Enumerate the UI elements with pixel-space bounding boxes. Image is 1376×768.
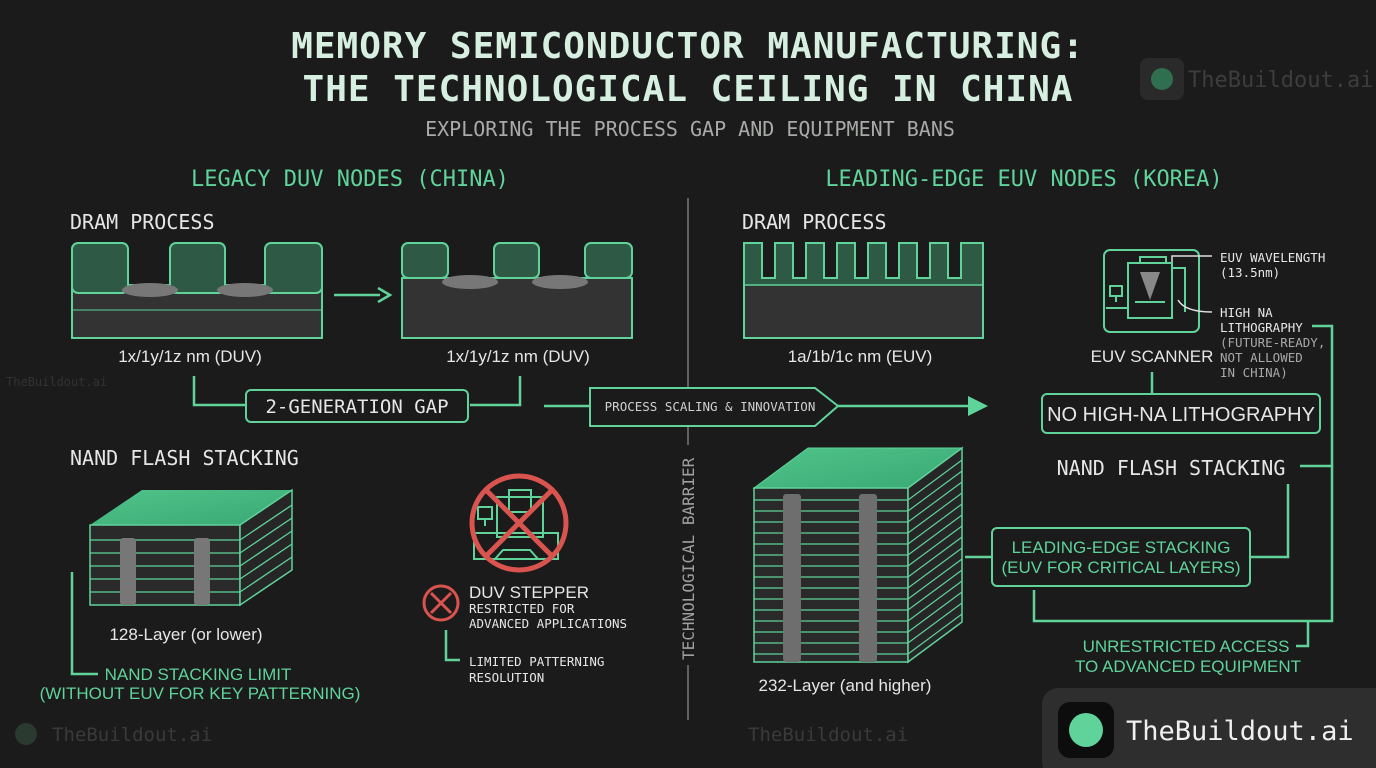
arrow-head-icon (968, 396, 988, 416)
nand-layers-label-128: 128-Layer (or lower) (109, 625, 262, 644)
title-line-2: THE TECHNOLOGICAL CEILING IN CHINA (303, 69, 1074, 110)
no-high-na-label: NO HIGH-NA LITHOGRAPHY (1047, 404, 1315, 426)
node-label-2: 1x/1y/1z nm (DUV) (446, 347, 590, 366)
node-label-1: 1x/1y/1z nm (DUV) (118, 347, 262, 366)
stack-layer-line (907, 569, 963, 611)
access-line-2: TO ADVANCED EQUIPMENT (1075, 657, 1301, 676)
highna-line-3: (FUTURE-READY, (1220, 335, 1325, 350)
stack-layer-line (907, 613, 963, 655)
stack-layer-line (907, 503, 963, 545)
stack-layer-line (907, 525, 963, 567)
stack-layer-line (907, 580, 963, 622)
stacking-line-1: LEADING-EDGE STACKING (1012, 538, 1231, 557)
nand-layers-label-232: 232-Layer (and higher) (759, 676, 932, 695)
highna-line-5: IN CHINA) (1220, 365, 1288, 380)
process-scaling-label: PROCESS SCALING & INNOVATION (605, 399, 816, 414)
no-high-na-box (1041, 393, 1321, 434)
stacking-line-2: (EUV FOR CRITICAL LAYERS) (1002, 558, 1241, 577)
nand-limit-line-1: NAND STACKING LIMIT (105, 665, 292, 684)
euv-node-label: 1a/1b/1c nm (EUV) (788, 347, 933, 366)
right-heading: LEADING-EDGE EUV NODES (KOREA) (825, 167, 1222, 192)
dram-cross-section-duv-2 (401, 242, 633, 339)
brand-watermark-bottom-left: TheBuildout.ai (15, 723, 212, 746)
left-dram-label: DRAM PROCESS (70, 210, 215, 234)
duv-stepper-line-2: ADVANCED APPLICATIONS (469, 616, 627, 631)
svg-text:TheBuildout.ai: TheBuildout.ai (1188, 68, 1373, 93)
technological-barrier-label: TECHNOLOGICAL BARRIER (679, 457, 698, 660)
highna-line-2: LITHOGRAPHY (1220, 320, 1303, 335)
stack-layer-line (907, 536, 963, 578)
logo-dot-icon (1069, 713, 1103, 747)
patterning-line-2: RESOLUTION (469, 670, 544, 685)
leading-edge-stacking-box (991, 527, 1251, 587)
svg-text:TheBuildout.ai: TheBuildout.ai (52, 724, 212, 746)
stack-layer-line (907, 547, 963, 589)
nand-limit-line-2: (WITHOUT EUV FOR KEY PATTERNING) (40, 684, 361, 703)
brand-watermark-top: TheBuildout.ai (1140, 58, 1373, 100)
generation-gap-label: 2-GENERATION GAP (265, 396, 448, 418)
euv-scanner-label: EUV SCANNER (1091, 347, 1214, 366)
highna-line-4: NOT ALLOWED (1220, 350, 1303, 365)
stack-layer-line (907, 514, 963, 556)
title-line-1: MEMORY SEMICONDUCTOR MANUFACTURING: (291, 26, 1085, 67)
left-heading: LEGACY DUV NODES (CHINA) (191, 167, 509, 192)
patterning-line-1: LIMITED PATTERNING (469, 654, 604, 669)
access-line-1: UNRESTRICTED ACCESS (1083, 637, 1290, 656)
left-nand-label: NAND FLASH STACKING (70, 446, 299, 470)
generation-gap-box (245, 389, 469, 423)
stack-layer-line (907, 602, 963, 644)
dram-cross-section-duv-1 (71, 242, 323, 339)
highna-line-1: HIGH NA (1220, 305, 1273, 320)
stack-layer-line (907, 470, 963, 512)
nand-stack-232-layer (752, 446, 964, 664)
stack-layer-line (907, 492, 963, 534)
wavelength-line-2: (13.5nm) (1220, 265, 1280, 280)
stack-layer-line (907, 481, 963, 523)
right-nand-label: NAND FLASH STACKING (1057, 456, 1286, 480)
euv-scanner-icon (1103, 249, 1200, 333)
logo-icon (1151, 68, 1173, 90)
duv-stepper-title: DUV STEPPER (469, 583, 589, 602)
duv-stepper-line-1: RESTRICTED FOR (469, 601, 575, 616)
right-dram-label: DRAM PROCESS (742, 210, 887, 234)
nand-stack-128-layer (89, 488, 293, 607)
dram-cross-section-euv (743, 242, 984, 339)
stack-layer-line (907, 591, 963, 633)
stack-layer-line (907, 459, 963, 501)
duv-stepper-banned-icon (469, 473, 569, 573)
restricted-x-icon (422, 584, 460, 622)
brand-watermark-left: TheBuildout.ai (6, 375, 107, 389)
stack-layer-line (907, 558, 963, 600)
brand-watermark-bottom-center: TheBuildout.ai (748, 724, 908, 746)
wavelength-line-1: EUV WAVELENGTH (1220, 250, 1325, 265)
brand-name: TheBuildout.ai (1126, 716, 1354, 747)
process-scaling-arrow (589, 387, 840, 427)
brand-badge[interactable]: TheBuildout.ai (1042, 688, 1376, 768)
subtitle: EXPLORING THE PROCESS GAP AND EQUIPMENT … (425, 117, 955, 141)
